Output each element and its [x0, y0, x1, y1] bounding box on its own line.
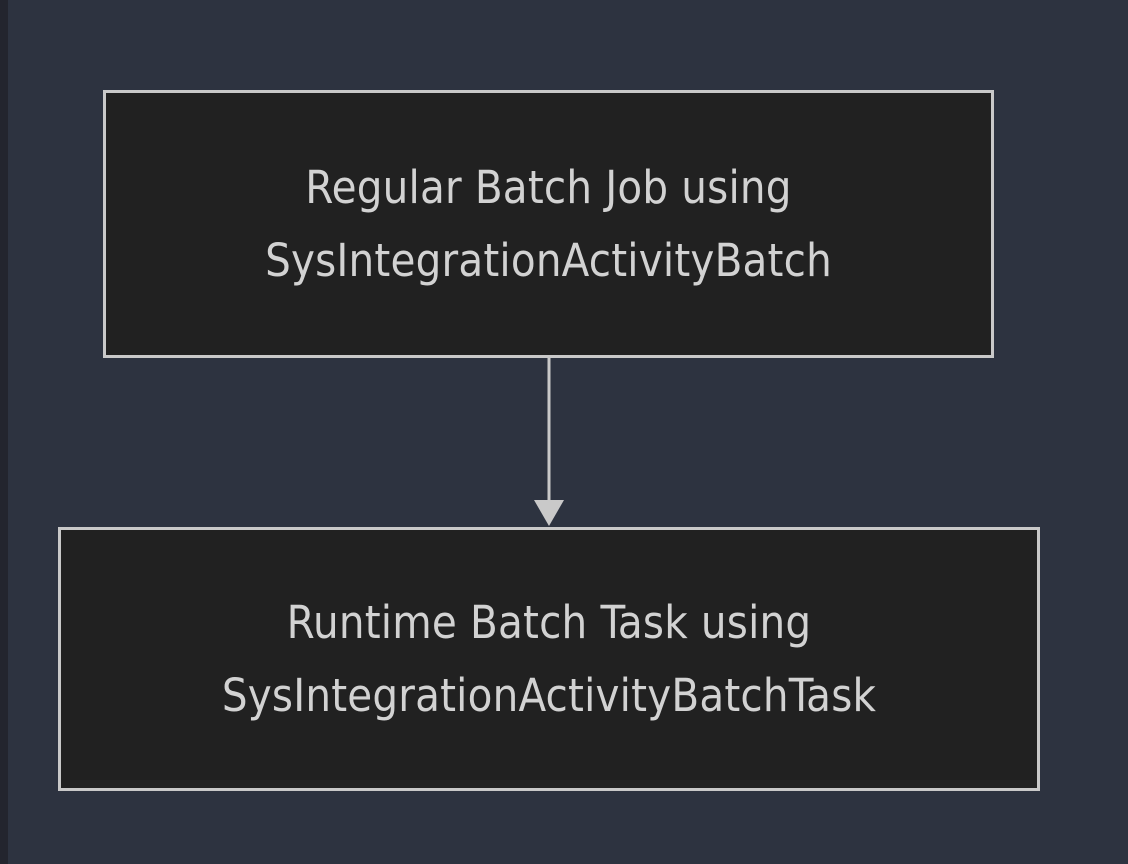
- node-regular-batch-job[interactable]: Regular Batch Job using SysIntegrationAc…: [103, 90, 994, 358]
- node-runtime-batch-task-line1: Runtime Batch Task using: [286, 596, 812, 649]
- arrowhead-down-icon: [534, 500, 564, 526]
- node-runtime-batch-task[interactable]: Runtime Batch Task using SysIntegrationA…: [58, 527, 1040, 791]
- node-regular-batch-job-line1: Regular Batch Job using: [305, 161, 792, 214]
- edge-job-to-task: [534, 358, 564, 526]
- left-gutter-strip: [0, 0, 8, 864]
- node-regular-batch-job-line2: SysIntegrationActivityBatch: [265, 234, 832, 287]
- node-runtime-batch-task-line2: SysIntegrationActivityBatchTask: [221, 669, 877, 722]
